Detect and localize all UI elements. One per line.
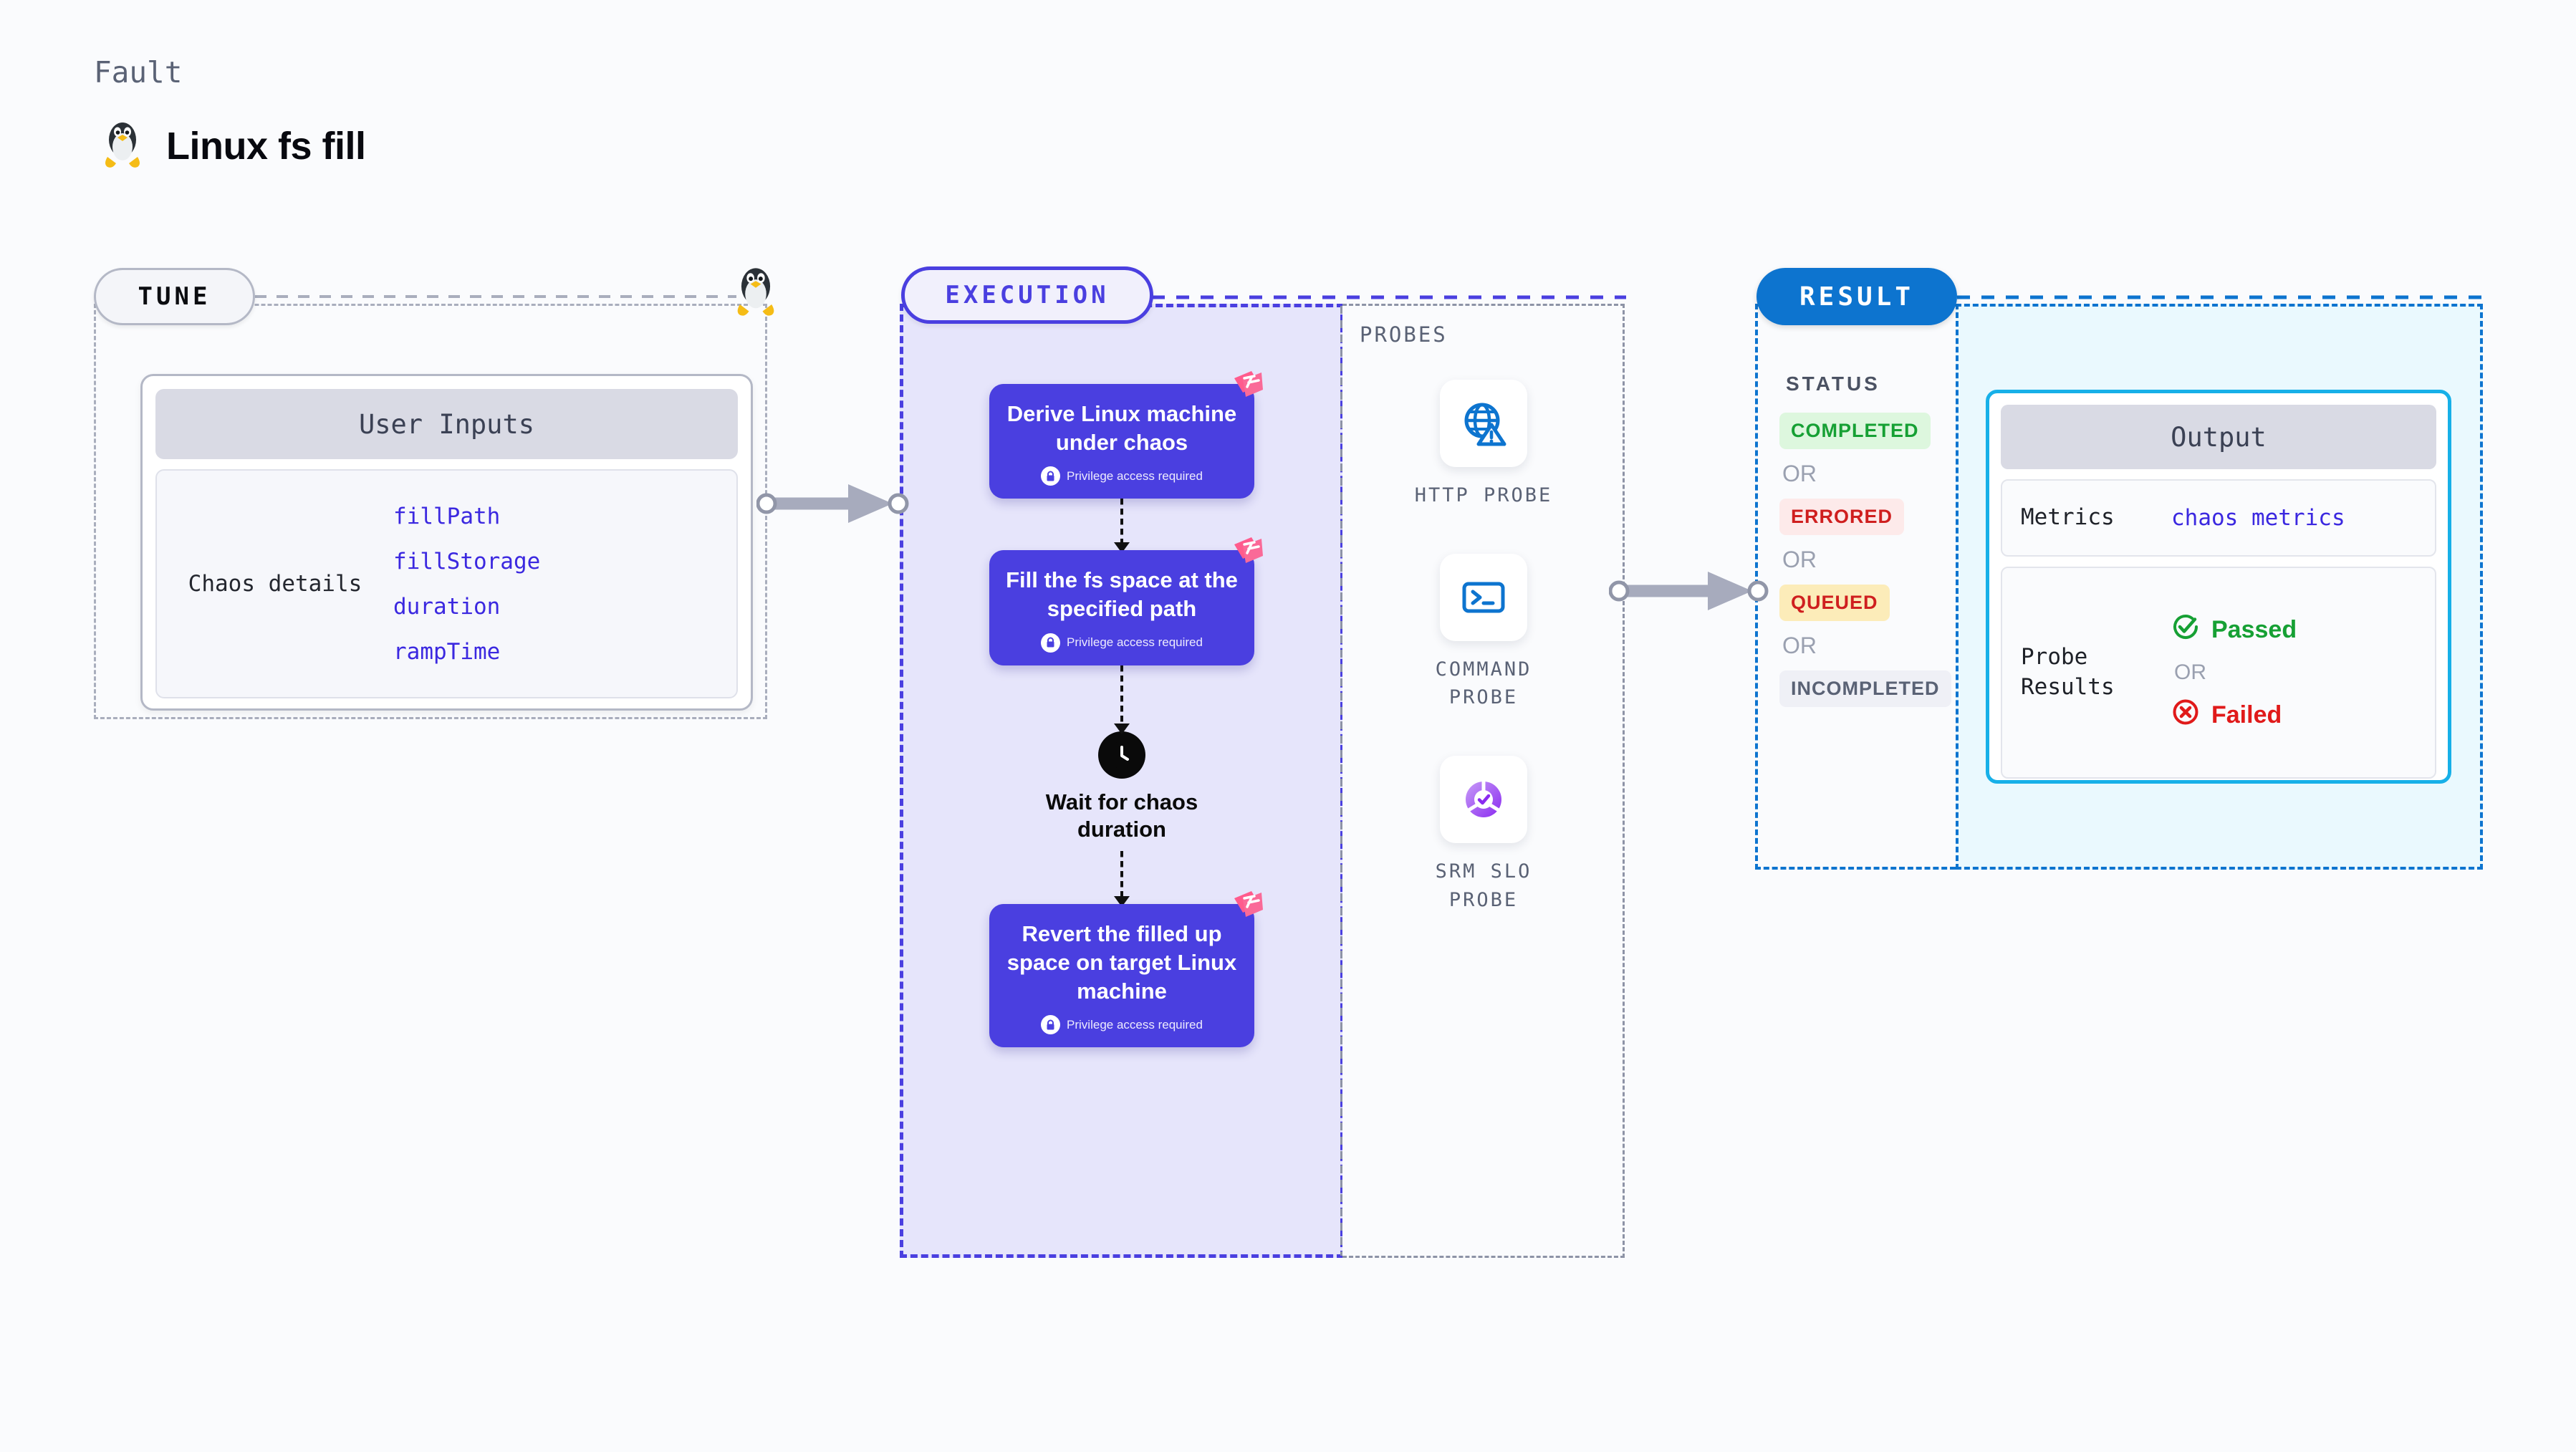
linux-penguin-icon bbox=[732, 264, 779, 322]
status-badge: QUEUED bbox=[1779, 585, 1890, 621]
harness-icon bbox=[1230, 368, 1266, 408]
linux-penguin-icon bbox=[100, 118, 145, 173]
probe-label: HTTP PROBE bbox=[1414, 484, 1553, 506]
step-connector-arrow bbox=[1114, 499, 1130, 554]
privilege-note: Privilege access required bbox=[1041, 1015, 1203, 1035]
status-or-label: OR bbox=[1782, 547, 1817, 572]
execution-step-title: Revert the filled up space on target Lin… bbox=[1006, 921, 1237, 1004]
execution-step[interactable]: Derive Linux machine under chaos Privile… bbox=[989, 371, 1263, 499]
tune-pill[interactable]: TUNE bbox=[94, 268, 255, 325]
probe-item[interactable]: HTTP PROBE bbox=[1415, 380, 1553, 509]
x-circle-icon bbox=[2171, 698, 2200, 733]
probe-item[interactable]: COMMAND PROBE bbox=[1408, 554, 1559, 711]
status-or-label: OR bbox=[1782, 461, 1817, 486]
execution-region bbox=[900, 304, 1344, 1258]
tune-to-execution-arrow bbox=[756, 484, 909, 523]
probe-failed-label: Failed bbox=[2211, 701, 2282, 729]
probe-result-passed: Passed bbox=[2171, 612, 2297, 648]
execution-flow: Derive Linux machine under chaos Privile… bbox=[900, 304, 1344, 1258]
execution-step[interactable]: Revert the filled up space on target Lin… bbox=[989, 891, 1263, 1048]
clock-icon bbox=[1098, 731, 1145, 779]
chaos-param[interactable]: fillPath bbox=[393, 503, 501, 529]
chaos-param[interactable]: fillStorage bbox=[393, 548, 541, 574]
probe-results-row: Probe Results Passed OR bbox=[2001, 567, 2436, 779]
status-or-label: OR bbox=[1782, 633, 1817, 658]
probe-passed-label: Passed bbox=[2211, 616, 2297, 643]
metrics-row: Metrics chaos metrics bbox=[2001, 479, 2436, 557]
status-list: COMPLETED OR ERRORED OR QUEUED OR INCOMP… bbox=[1779, 413, 1951, 707]
result-pill[interactable]: RESULT bbox=[1756, 268, 1957, 325]
terminal-icon bbox=[1440, 554, 1527, 642]
status-badge: COMPLETED bbox=[1779, 413, 1931, 449]
privilege-note-label: Privilege access required bbox=[1067, 1017, 1203, 1032]
chaos-params-list: fillPath fillStorage duration rampTime bbox=[393, 504, 540, 665]
user-inputs-header: User Inputs bbox=[155, 389, 738, 459]
probe-label: SRM SLO PROBE bbox=[1435, 860, 1532, 911]
output-card: Output Metrics chaos metrics Probe Resul… bbox=[1986, 390, 2451, 784]
wait-node: Wait for chaos duration bbox=[1029, 731, 1215, 845]
page-title: Linux fs fill bbox=[166, 124, 366, 168]
probes-to-result-arrow bbox=[1609, 572, 1769, 610]
execution-step-title: Fill the fs space at the specified path bbox=[1006, 567, 1238, 622]
execution-step[interactable]: Fill the fs space at the specified path … bbox=[989, 537, 1263, 665]
probe-item[interactable]: SRM SLO PROBE bbox=[1408, 756, 1559, 913]
privilege-note: Privilege access required bbox=[1041, 466, 1203, 486]
chaos-param[interactable]: duration bbox=[393, 593, 501, 620]
srm-slo-icon bbox=[1440, 756, 1527, 844]
page-eyebrow: Fault bbox=[94, 55, 183, 90]
probe-or-label: OR bbox=[2174, 660, 2206, 684]
check-circle-icon bbox=[2171, 612, 2200, 648]
wait-label: Wait for chaos duration bbox=[1045, 789, 1198, 842]
lock-icon bbox=[1041, 466, 1061, 486]
metrics-value[interactable]: chaos metrics bbox=[2171, 505, 2345, 531]
execution-dashed-link bbox=[1152, 295, 1626, 299]
harness-icon bbox=[1230, 534, 1266, 574]
status-badge: ERRORED bbox=[1779, 499, 1905, 535]
chaos-details-label: Chaos details bbox=[188, 571, 362, 597]
user-inputs-card: User Inputs Chaos details fillPath fillS… bbox=[140, 374, 753, 711]
tune-dashed-link bbox=[255, 295, 736, 298]
globe-warning-icon bbox=[1440, 380, 1527, 467]
probes-list: HTTP PROBE COMMAND PROBE bbox=[1342, 380, 1625, 914]
privilege-note: Privilege access required bbox=[1041, 633, 1203, 653]
metrics-key: Metrics bbox=[2021, 504, 2115, 531]
page-title-row: Linux fs fill bbox=[100, 118, 366, 173]
output-header: Output bbox=[2001, 405, 2436, 469]
lock-icon bbox=[1041, 633, 1061, 653]
probes-title: PROBES bbox=[1360, 322, 1448, 347]
step-connector-arrow bbox=[1114, 665, 1130, 734]
probe-results-values: Passed OR Failed bbox=[2171, 612, 2297, 733]
step-connector-arrow bbox=[1114, 851, 1130, 908]
probe-results-key: Probe Results bbox=[2021, 644, 2115, 700]
lock-icon bbox=[1041, 1015, 1061, 1035]
execution-pill[interactable]: EXECUTION bbox=[901, 266, 1153, 324]
probe-result-failed: Failed bbox=[2171, 698, 2282, 733]
chaos-param[interactable]: rampTime bbox=[393, 638, 501, 665]
status-title: STATUS bbox=[1786, 372, 1880, 395]
execution-step-title: Derive Linux machine under chaos bbox=[1006, 401, 1237, 455]
result-dashed-link bbox=[1957, 295, 2483, 299]
chaos-details-box: Chaos details fillPath fillStorage durat… bbox=[155, 469, 738, 698]
harness-icon bbox=[1230, 888, 1266, 928]
privilege-note-label: Privilege access required bbox=[1067, 635, 1203, 650]
status-badge: INCOMPLETED bbox=[1779, 670, 1951, 707]
probe-label: COMMAND PROBE bbox=[1435, 658, 1532, 709]
privilege-note-label: Privilege access required bbox=[1067, 468, 1203, 483]
